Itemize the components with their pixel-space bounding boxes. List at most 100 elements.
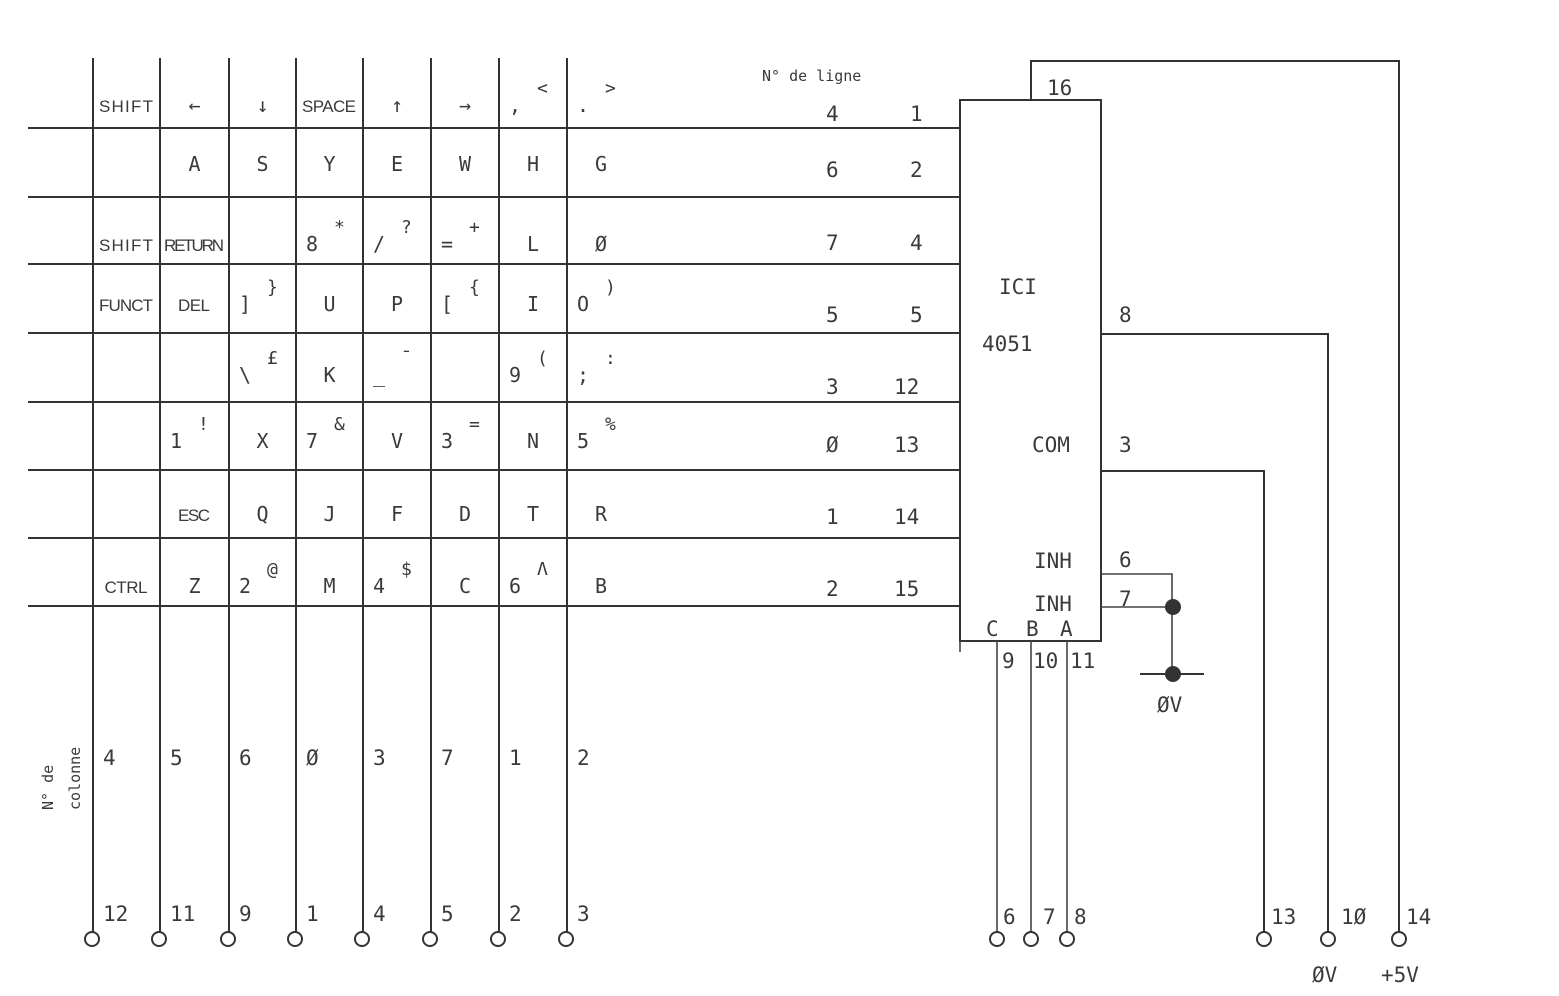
line-number: 4 [826, 102, 839, 126]
ic-input-pin: 12 [894, 375, 919, 399]
ic-select-c-label: C [986, 617, 999, 641]
key-shift-label: £ [267, 348, 278, 369]
key-label: , [509, 93, 521, 117]
line-number: 6 [826, 158, 839, 182]
ic-pin-10: 10 [1033, 649, 1058, 673]
column-number: 7 [441, 746, 454, 770]
key-label: 8 [306, 232, 318, 256]
key-label: M [323, 574, 335, 598]
terminal-6[interactable] [989, 931, 1005, 947]
key-label: H [527, 152, 539, 176]
column-terminal[interactable] [422, 931, 438, 947]
key-shift-label: % [605, 414, 616, 435]
ic-pin-16: 16 [1047, 76, 1072, 100]
terminal-8[interactable] [1059, 931, 1075, 947]
key-shift-label: = [469, 414, 480, 435]
ic-pin-9: 9 [1002, 649, 1015, 673]
key-shift-label: $ [401, 559, 412, 580]
vdd-wire: 16 [1030, 60, 1400, 932]
ic-4051: ICI 4051 COM INH INH C B A [959, 99, 1102, 652]
key-label: O [577, 292, 589, 316]
key-label: E [391, 152, 403, 176]
key-label: FUNCT [99, 296, 154, 315]
terminal-10[interactable] [1320, 931, 1336, 947]
key-label: \ [239, 363, 251, 387]
key-label: I [527, 292, 539, 316]
key-shift-label: > [605, 78, 616, 99]
ic-name: ICI [999, 275, 1037, 299]
column-connector-pin: 11 [170, 902, 195, 926]
inhibit-ground: 6 7 ØV [1101, 548, 1204, 717]
connector-pin-7: 7 [1043, 905, 1056, 929]
key-label: ESC [178, 506, 211, 525]
column-number: 4 [103, 746, 116, 770]
key-shift-label: + [469, 217, 480, 238]
key-label: [ [441, 292, 453, 316]
line-number: 7 [826, 231, 839, 255]
column-terminal[interactable] [287, 931, 303, 947]
key-label: 2 [239, 574, 251, 598]
key-label: = [441, 232, 453, 256]
ic-pin-7: 7 [1119, 587, 1132, 611]
key-label: → [459, 93, 471, 117]
connector-pin-14: 14 [1406, 905, 1431, 929]
key-shift-label: ( [537, 348, 548, 369]
column-number: Ø [306, 746, 319, 770]
key-label: / [373, 232, 385, 256]
key-label: B [595, 574, 607, 598]
ic-select-b-label: B [1026, 617, 1039, 641]
connector-pin-6: 6 [1003, 905, 1016, 929]
ground-dot [1165, 666, 1181, 682]
key-label: Z [188, 574, 200, 598]
column-connector-pin: 2 [509, 902, 522, 926]
key-shift-label: : [605, 348, 616, 369]
key-label: F [391, 502, 403, 526]
vss-wire: 8 [1101, 303, 1329, 932]
column-connector-pin: 4 [373, 902, 386, 926]
ic-input-pin: 13 [894, 433, 919, 457]
terminal-13[interactable] [1256, 931, 1272, 947]
column-terminal[interactable] [220, 931, 236, 947]
terminal-14[interactable] [1391, 931, 1407, 947]
ic-inh2-label: INH [1034, 592, 1072, 616]
line-number: Ø [826, 433, 839, 457]
column-terminal[interactable] [151, 931, 167, 947]
column-number: 6 [239, 746, 252, 770]
key-label: G [595, 152, 607, 176]
key-label: Ø [595, 232, 607, 256]
key-shift-label: ¯ [401, 348, 412, 369]
ic-input-pin: 4 [910, 231, 923, 255]
connector-terminals-right: 6 7 8 13 1Ø 14 ØV +5V [989, 905, 1431, 987]
column-terminal[interactable] [558, 931, 574, 947]
terminal-7[interactable] [1023, 931, 1039, 947]
column-heading-line1: N° de [39, 765, 57, 810]
gnd-supply-label: ØV [1312, 963, 1338, 987]
key-label: R [595, 502, 608, 526]
ic-input-pin: 15 [894, 577, 919, 601]
key-label: U [323, 292, 335, 316]
ic-input-pin: 5 [910, 303, 923, 327]
key-label: A [188, 152, 200, 176]
column-terminal[interactable] [84, 931, 100, 947]
ic-com-label: COM [1032, 433, 1070, 457]
com-wire: 3 [1101, 433, 1265, 932]
key-label: SHIFT [99, 97, 154, 116]
line-number: 5 [826, 303, 839, 327]
key-label: ] [239, 292, 251, 316]
key-label: S [256, 152, 268, 176]
key-label: Y [323, 152, 335, 176]
column-connector-pin: 5 [441, 902, 454, 926]
column-terminal[interactable] [354, 931, 370, 947]
key-label: L [527, 232, 539, 256]
ic-pin-8: 8 [1119, 303, 1132, 327]
key-label: Q [256, 502, 268, 526]
ic-inh1-label: INH [1034, 549, 1072, 573]
key-shift-label: < [537, 78, 548, 99]
vdd-trace [1030, 60, 1400, 932]
key-label: 6 [509, 574, 521, 598]
column-connector-pin: 1 [306, 902, 319, 926]
ic-input-pin: 14 [894, 505, 919, 529]
column-terminal[interactable] [490, 931, 506, 947]
